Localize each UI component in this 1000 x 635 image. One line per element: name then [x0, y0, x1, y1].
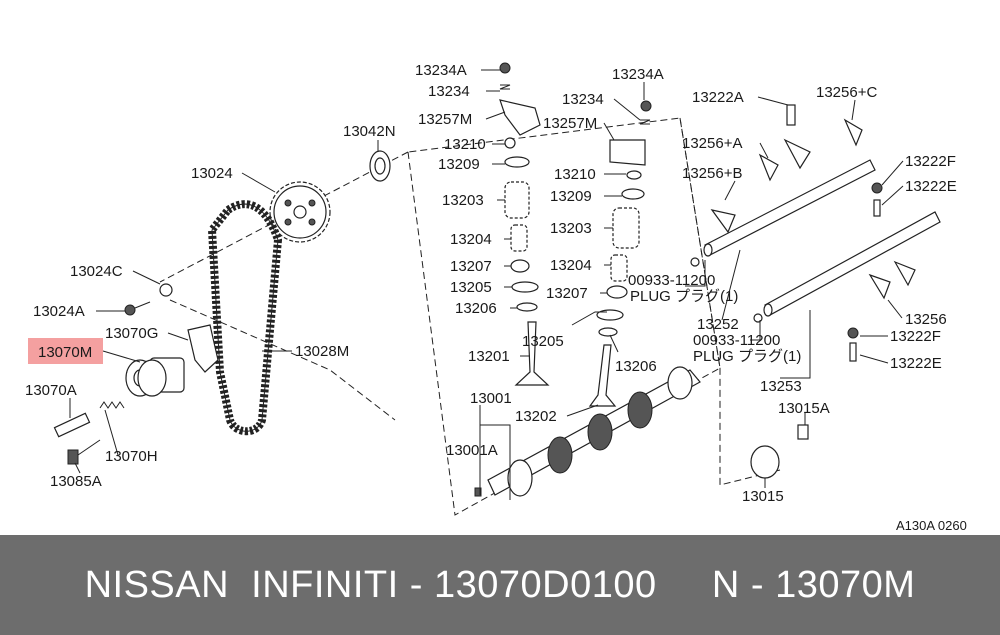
label-13024C[interactable]: 13024C: [70, 263, 123, 280]
label-13204-left[interactable]: 13204: [450, 231, 492, 248]
rocker-shaft-upper: [690, 118, 876, 267]
label-13222A[interactable]: 13222A: [692, 89, 744, 106]
label-13222F-upper[interactable]: 13222F: [905, 153, 956, 170]
label-13015[interactable]: 13015: [742, 488, 784, 505]
part-number-text: NISSAN INFINITI - 13070D0100 N - 13070M: [84, 563, 916, 606]
rocker-shaft-lower: [753, 211, 941, 323]
label-13210-left[interactable]: 13210: [444, 136, 486, 153]
label-13203-right[interactable]: 13203: [550, 220, 592, 237]
label-13256B[interactable]: 13256+B: [682, 165, 742, 182]
label-13201[interactable]: 13201: [468, 348, 510, 365]
label-13042N[interactable]: 13042N: [343, 123, 396, 140]
washer-13024C: [159, 283, 173, 297]
label-plug-lower[interactable]: PLUG プラグ(1): [693, 348, 801, 365]
rocker-assembly-outline: [679, 117, 781, 486]
camshaft: [474, 366, 701, 497]
camshaft-sprocket: [269, 181, 331, 243]
label-13209-right[interactable]: 13209: [550, 188, 592, 205]
label-13257M-left[interactable]: 13257M: [418, 111, 472, 128]
timing-belt: [207, 200, 283, 436]
label-13001[interactable]: 13001: [470, 390, 512, 407]
bolt-13085A: [67, 439, 101, 465]
valve-train-left: [499, 62, 550, 386]
label-13206-left[interactable]: 13206: [455, 300, 497, 317]
label-13256[interactable]: 13256: [905, 311, 947, 328]
label-13234-right[interactable]: 13234: [562, 91, 604, 108]
label-13209-left[interactable]: 13209: [438, 156, 480, 173]
left-assembly-outline-lower: [169, 299, 396, 421]
label-13015A[interactable]: 13015A: [778, 400, 830, 417]
label-13070M[interactable]: 13070M: [38, 344, 92, 361]
bolt-13070A: [53, 412, 91, 438]
label-13001A[interactable]: 13001A: [446, 442, 498, 459]
label-13203-left[interactable]: 13203: [442, 192, 484, 209]
engine-timing-parts-diagram: 13042N 13024 13024C 13024A 13070G 13070M…: [25, 62, 967, 533]
label-13205-left[interactable]: 13205: [450, 279, 492, 296]
label-13222F-lower[interactable]: 13222F: [890, 328, 941, 345]
label-13085A[interactable]: 13085A: [50, 473, 102, 490]
head-assembly-outline: [407, 117, 721, 516]
label-13234A-left[interactable]: 13234A: [415, 62, 467, 79]
label-13070G[interactable]: 13070G: [105, 325, 158, 342]
label-13204-right[interactable]: 13204: [550, 257, 592, 274]
oil-seal: [369, 150, 391, 182]
label-13206-right[interactable]: 13206: [615, 358, 657, 375]
diagram-reference-code: A130A 0260: [896, 518, 967, 533]
label-13253[interactable]: 13253: [760, 378, 802, 395]
label-13024A[interactable]: 13024A: [33, 303, 85, 320]
label-13234-left[interactable]: 13234: [428, 83, 470, 100]
tensioner-spring: [99, 401, 125, 409]
rocker-hardware: [750, 104, 883, 479]
valve-train-right: [588, 100, 652, 407]
label-13257M-right[interactable]: 13257M: [543, 115, 597, 132]
leader-lines: [69, 69, 904, 500]
label-13256C[interactable]: 13256+C: [816, 84, 877, 101]
label-13222E-lower[interactable]: 13222E: [890, 355, 942, 372]
label-13222E-upper[interactable]: 13222E: [905, 178, 957, 195]
label-13028M[interactable]: 13028M: [295, 343, 349, 360]
label-13070H[interactable]: 13070H: [105, 448, 158, 465]
label-00933-lower[interactable]: 00933-11200: [693, 332, 780, 349]
label-13070A[interactable]: 13070A: [25, 382, 77, 399]
label-13210-right[interactable]: 13210: [554, 166, 596, 183]
bolt-13024A: [124, 301, 151, 316]
belt-tensioner: [125, 357, 185, 397]
label-plug-upper[interactable]: PLUG プラグ(1): [630, 288, 738, 305]
highlight-box: [28, 338, 103, 364]
label-13202[interactable]: 13202: [515, 408, 557, 425]
part-number-footer: NISSAN INFINITI - 13070D0100 N - 13070M: [0, 535, 1000, 635]
label-13207-left[interactable]: 13207: [450, 258, 492, 275]
part-labels: 13042N 13024 13024C 13024A 13070G 13070M…: [25, 62, 967, 533]
label-13024[interactable]: 13024: [191, 165, 233, 182]
label-13252[interactable]: 13252: [697, 316, 739, 333]
left-assembly-outline: [159, 151, 409, 283]
tensioner-bracket: [187, 324, 219, 373]
label-00933-upper[interactable]: 00933-11200: [628, 272, 715, 289]
label-13256A[interactable]: 13256+A: [682, 135, 742, 152]
label-13234A-right[interactable]: 13234A: [612, 66, 664, 83]
label-13207-right[interactable]: 13207: [546, 285, 588, 302]
label-13205-right[interactable]: 13205: [522, 333, 564, 350]
